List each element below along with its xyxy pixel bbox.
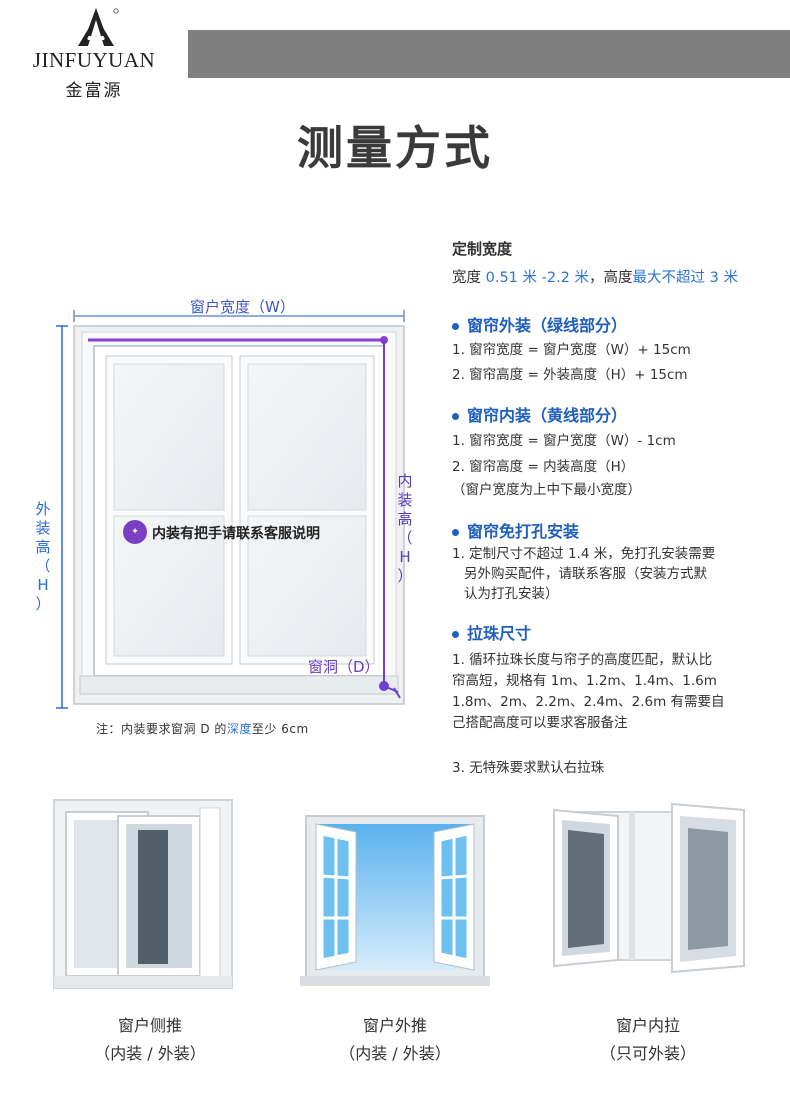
- page-title: 测量方式: [297, 121, 493, 175]
- window-type-inward: 窗户内拉 （只可外装）: [528, 1012, 768, 1068]
- brand-name-en: JINFUYUAN: [32, 48, 156, 72]
- window-measurement-diagram: [56, 310, 405, 709]
- inner-install-item: 1. 窗帘宽度 = 窗户宽度（W）- 1cm: [452, 433, 676, 449]
- header-bar: [188, 30, 790, 78]
- window-type-name: 窗户内拉: [615, 1016, 680, 1035]
- inner-install-title: 窗帘内装（黄线部分）: [452, 402, 627, 426]
- no-drill-item: 另外购买配件，请联系客服（安装方式默: [464, 566, 707, 582]
- window-type-name: 窗户侧推: [117, 1016, 182, 1035]
- window-width-label: 窗户宽度（W）: [190, 298, 295, 316]
- window-type-sub: （内装 / 外装）: [339, 1044, 451, 1063]
- no-drill-item: 认为打孔安装）: [464, 586, 559, 602]
- window-type-sub: （只可外装）: [599, 1044, 696, 1063]
- bead-size-item: 1.8m、2m、2.2m、2.4m、2.6m 有需要自: [452, 694, 725, 710]
- inner-install-handle-note: 内装有把手请联系客服说明: [152, 526, 320, 542]
- window-hole-label: 窗洞（D）: [308, 658, 380, 676]
- depth-note: 注：内装要求窗洞 D 的深度至少 6cm: [96, 722, 309, 736]
- inner-install-item: 2. 窗帘高度 = 内装高度（H）: [452, 459, 635, 475]
- window-type-sliding: 窗户侧推 （内装 / 外装）: [30, 1012, 270, 1068]
- brand-name-cn: 金富源: [65, 81, 123, 101]
- window-type-name: 窗户外推: [362, 1016, 427, 1035]
- bead-default-note: 3. 无特殊要求默认右拉珠: [452, 760, 605, 776]
- no-drill-item: 1. 定制尺寸不超过 1.4 米，免打孔安装需要: [452, 546, 716, 562]
- bead-size-title: 拉珠尺寸: [452, 620, 531, 644]
- no-drill-title: 窗帘免打孔安装: [452, 518, 579, 542]
- outward-casement-window-icon: [300, 815, 490, 986]
- bead-size-item: 1. 循环拉珠长度与帘子的高度匹配，默认比: [452, 652, 713, 668]
- inner-height-label: 内 装 高 （ H ）: [397, 472, 413, 585]
- custom-width-range: 宽度 0.51 米 -2.2 米，高度最大不超过 3 米: [452, 270, 738, 286]
- jinfuyuan-logo-icon: [78, 8, 119, 46]
- handle-note-icon: ✦: [123, 520, 147, 544]
- inner-install-item: （窗户宽度为上中下最小宽度）: [452, 482, 641, 498]
- outer-install-item: 1. 窗帘宽度 = 窗户宽度（W）+ 15cm: [452, 342, 691, 358]
- outer-install-title: 窗帘外装（绿线部分）: [452, 312, 627, 336]
- bead-size-item: 己搭配高度可以要求客服备注: [452, 715, 628, 731]
- outer-height-label: 外 装 高 （ H ）: [35, 500, 51, 613]
- window-type-outward: 窗户外推 （内装 / 外装）: [275, 1012, 515, 1068]
- inward-casement-window-icon: [553, 802, 745, 974]
- custom-width-title: 定制宽度: [452, 240, 513, 258]
- bead-size-item: 帘高短，规格有 1m、1.2m、1.4m、1.6m: [452, 673, 717, 689]
- sliding-window-icon: [53, 799, 233, 989]
- window-type-sub: （内装 / 外装）: [94, 1044, 206, 1063]
- outer-install-item: 2. 窗帘高度 = 外装高度（H）+ 15cm: [452, 367, 688, 383]
